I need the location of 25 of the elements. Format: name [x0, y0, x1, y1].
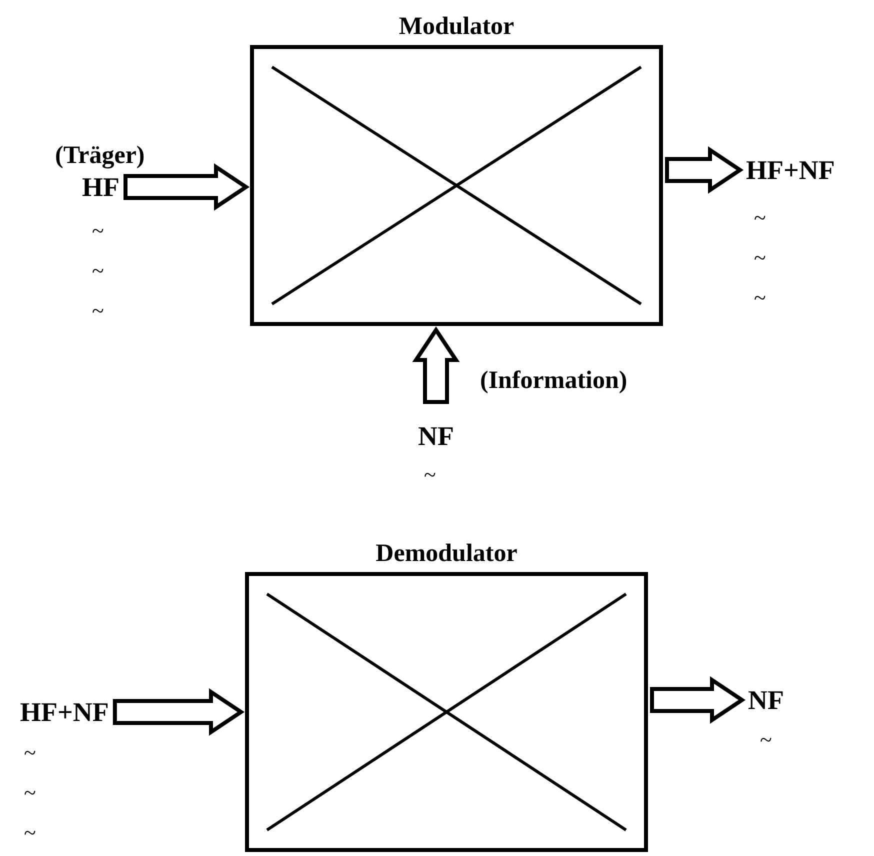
block-arrow — [124, 163, 250, 211]
block-arrow — [650, 676, 746, 724]
signal-label: HF+NF — [14, 696, 115, 728]
block-arrow — [112, 688, 245, 736]
block-arrow — [665, 146, 744, 194]
tilde-symbol: ~ — [24, 820, 36, 846]
signal-label: NF — [412, 420, 460, 452]
signal-label: HF — [76, 171, 126, 203]
tilde-symbol: ~ — [92, 298, 104, 324]
block-title: Demodulator — [374, 540, 518, 568]
tilde-symbol: ~ — [24, 780, 36, 806]
tilde-symbol: ~ — [24, 740, 36, 766]
tilde-symbol: ~ — [92, 218, 104, 244]
signal-note: (Information) — [480, 368, 628, 394]
tilde-symbol: ~ — [754, 205, 766, 231]
block-arrow — [412, 326, 460, 404]
tilde-symbol: ~ — [760, 727, 772, 753]
tilde-symbol: ~ — [424, 462, 436, 488]
tilde-symbol: ~ — [754, 285, 766, 311]
signal-note: (Träger) — [55, 143, 145, 169]
tilde-symbol: ~ — [92, 258, 104, 284]
signal-label: NF — [742, 684, 790, 716]
tilde-symbol: ~ — [754, 245, 766, 271]
block-title: Modulator — [398, 13, 516, 41]
signal-label: HF+NF — [740, 154, 841, 186]
